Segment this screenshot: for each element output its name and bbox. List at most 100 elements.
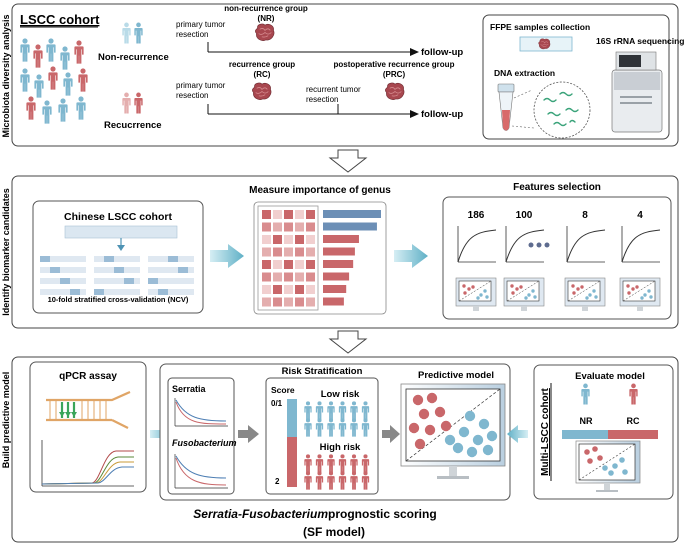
score-bar-high	[287, 437, 297, 487]
feature-dot	[647, 289, 651, 293]
side-label-1: Microbiota diversity analysis	[1, 14, 11, 137]
serratia-curves	[174, 398, 228, 427]
panel-microbiota: Microbiota diversity analysis LSCC cohor…	[1, 3, 685, 147]
feature-curve	[566, 229, 606, 263]
flow-arrow-down-2	[328, 330, 368, 354]
prediction-dot	[444, 434, 456, 446]
feature-dot	[640, 296, 644, 300]
cohort-title: LSCC cohort	[20, 12, 100, 27]
feature-dot	[631, 287, 635, 291]
importance-bar	[323, 235, 359, 243]
prediction-dot	[414, 438, 426, 450]
feature-stand	[473, 306, 479, 311]
feature-count: 186	[468, 210, 485, 221]
heatmap-cell	[262, 272, 271, 282]
prediction-dot	[426, 392, 438, 404]
cv-fold-test	[60, 278, 70, 284]
dna-label: DNA extraction	[494, 68, 555, 78]
rc-bar	[608, 430, 658, 439]
heatmap-cell	[284, 235, 293, 244]
heatmap-cell	[306, 285, 315, 294]
flow-arrow-right-4	[238, 425, 259, 443]
heatmap-frame	[257, 205, 319, 311]
heatmap-cell	[284, 285, 293, 294]
heatmap-cell	[295, 272, 304, 282]
feature-dot	[511, 291, 515, 295]
feature-dot	[471, 285, 475, 289]
importance-bar	[323, 285, 347, 293]
importance-bar	[323, 260, 354, 268]
evaluation-dot	[597, 455, 603, 461]
heatmap-cell	[262, 297, 271, 307]
feature-axes	[505, 226, 544, 263]
heatmap-cell	[284, 297, 293, 307]
bacteria-icon	[543, 91, 579, 127]
sf-model-label: (SF model)	[303, 525, 365, 539]
sf-title-rest: prognostic scoring	[328, 507, 437, 521]
cv-fold-test	[114, 267, 124, 273]
cv-fold-bar	[94, 278, 140, 284]
cohort-arrow-head	[117, 245, 125, 251]
cohort-label: Chinese LSCC cohort	[64, 211, 172, 223]
heatmap-cell	[295, 210, 304, 219]
heatmap-cell	[262, 260, 271, 269]
cv-fold-test	[178, 267, 188, 273]
cv-fold-bar	[40, 256, 86, 262]
heatmap-cell	[273, 260, 282, 269]
feature-dot	[585, 296, 589, 300]
side-label-3: Build predictive model	[1, 372, 11, 469]
heatmap-cell	[306, 210, 315, 219]
feature-dot	[626, 284, 630, 288]
importance-bar	[323, 210, 381, 218]
heatmap-cell	[295, 260, 304, 269]
heatmap-cell	[273, 222, 282, 232]
heatmap-cell	[295, 285, 304, 294]
risk-title: Risk Stratification	[282, 366, 363, 377]
heatmap-cell	[284, 247, 293, 257]
evaluation-dot	[622, 469, 628, 475]
heatmap-cell	[306, 235, 315, 244]
feature-dot	[485, 295, 489, 299]
feature-curve	[621, 229, 661, 263]
cohort-bar	[64, 225, 178, 239]
ellipsis-dot	[544, 242, 550, 248]
feature-dot	[635, 285, 639, 289]
heatmap-cell	[262, 247, 271, 257]
followup-2: follow-up	[421, 109, 463, 120]
amplification-curves	[41, 440, 134, 487]
qpcr-title: qPCR assay	[59, 371, 117, 382]
tumor-icon	[538, 38, 551, 50]
heatmap-cell	[295, 235, 304, 244]
features-box	[442, 196, 672, 320]
heatmap-cell	[295, 297, 304, 307]
feature-dot	[483, 289, 487, 293]
feature-dot	[533, 295, 537, 299]
features-title: Features selection	[513, 182, 601, 193]
feature-dot	[643, 293, 647, 297]
feature-dot	[531, 289, 535, 293]
importance-title: Measure importance of genus	[249, 185, 391, 196]
feature-count: 4	[637, 210, 643, 221]
score-high: 2	[275, 477, 280, 486]
heatmap-cell	[295, 247, 304, 257]
panel-biomarker: Identify biomarker candidates Chinese LS…	[1, 175, 679, 329]
sequencer-icon	[611, 51, 663, 133]
feature-divider	[458, 280, 492, 302]
timeline-rc-arrow	[410, 110, 419, 118]
prediction-dot	[464, 410, 476, 422]
prediction-dot	[412, 394, 424, 406]
followup-1: follow-up	[421, 47, 463, 58]
feature-dot	[462, 284, 466, 288]
evaluate-title: Evaluate model	[575, 371, 645, 382]
fuso-curves	[174, 454, 228, 489]
feature-curve	[505, 229, 545, 263]
importance-bar	[323, 247, 355, 256]
score-label: Score	[271, 385, 295, 395]
flow-arrow-right-5	[382, 425, 400, 443]
multi-cohort-label: Multi-LSCC cohort	[540, 387, 551, 475]
heatmap-cell	[273, 285, 282, 294]
low-risk-label: Low risk	[321, 389, 360, 400]
importance-bar	[323, 297, 344, 306]
rc-abbr: (RC)	[254, 70, 271, 79]
heatmap-cell	[284, 210, 293, 219]
